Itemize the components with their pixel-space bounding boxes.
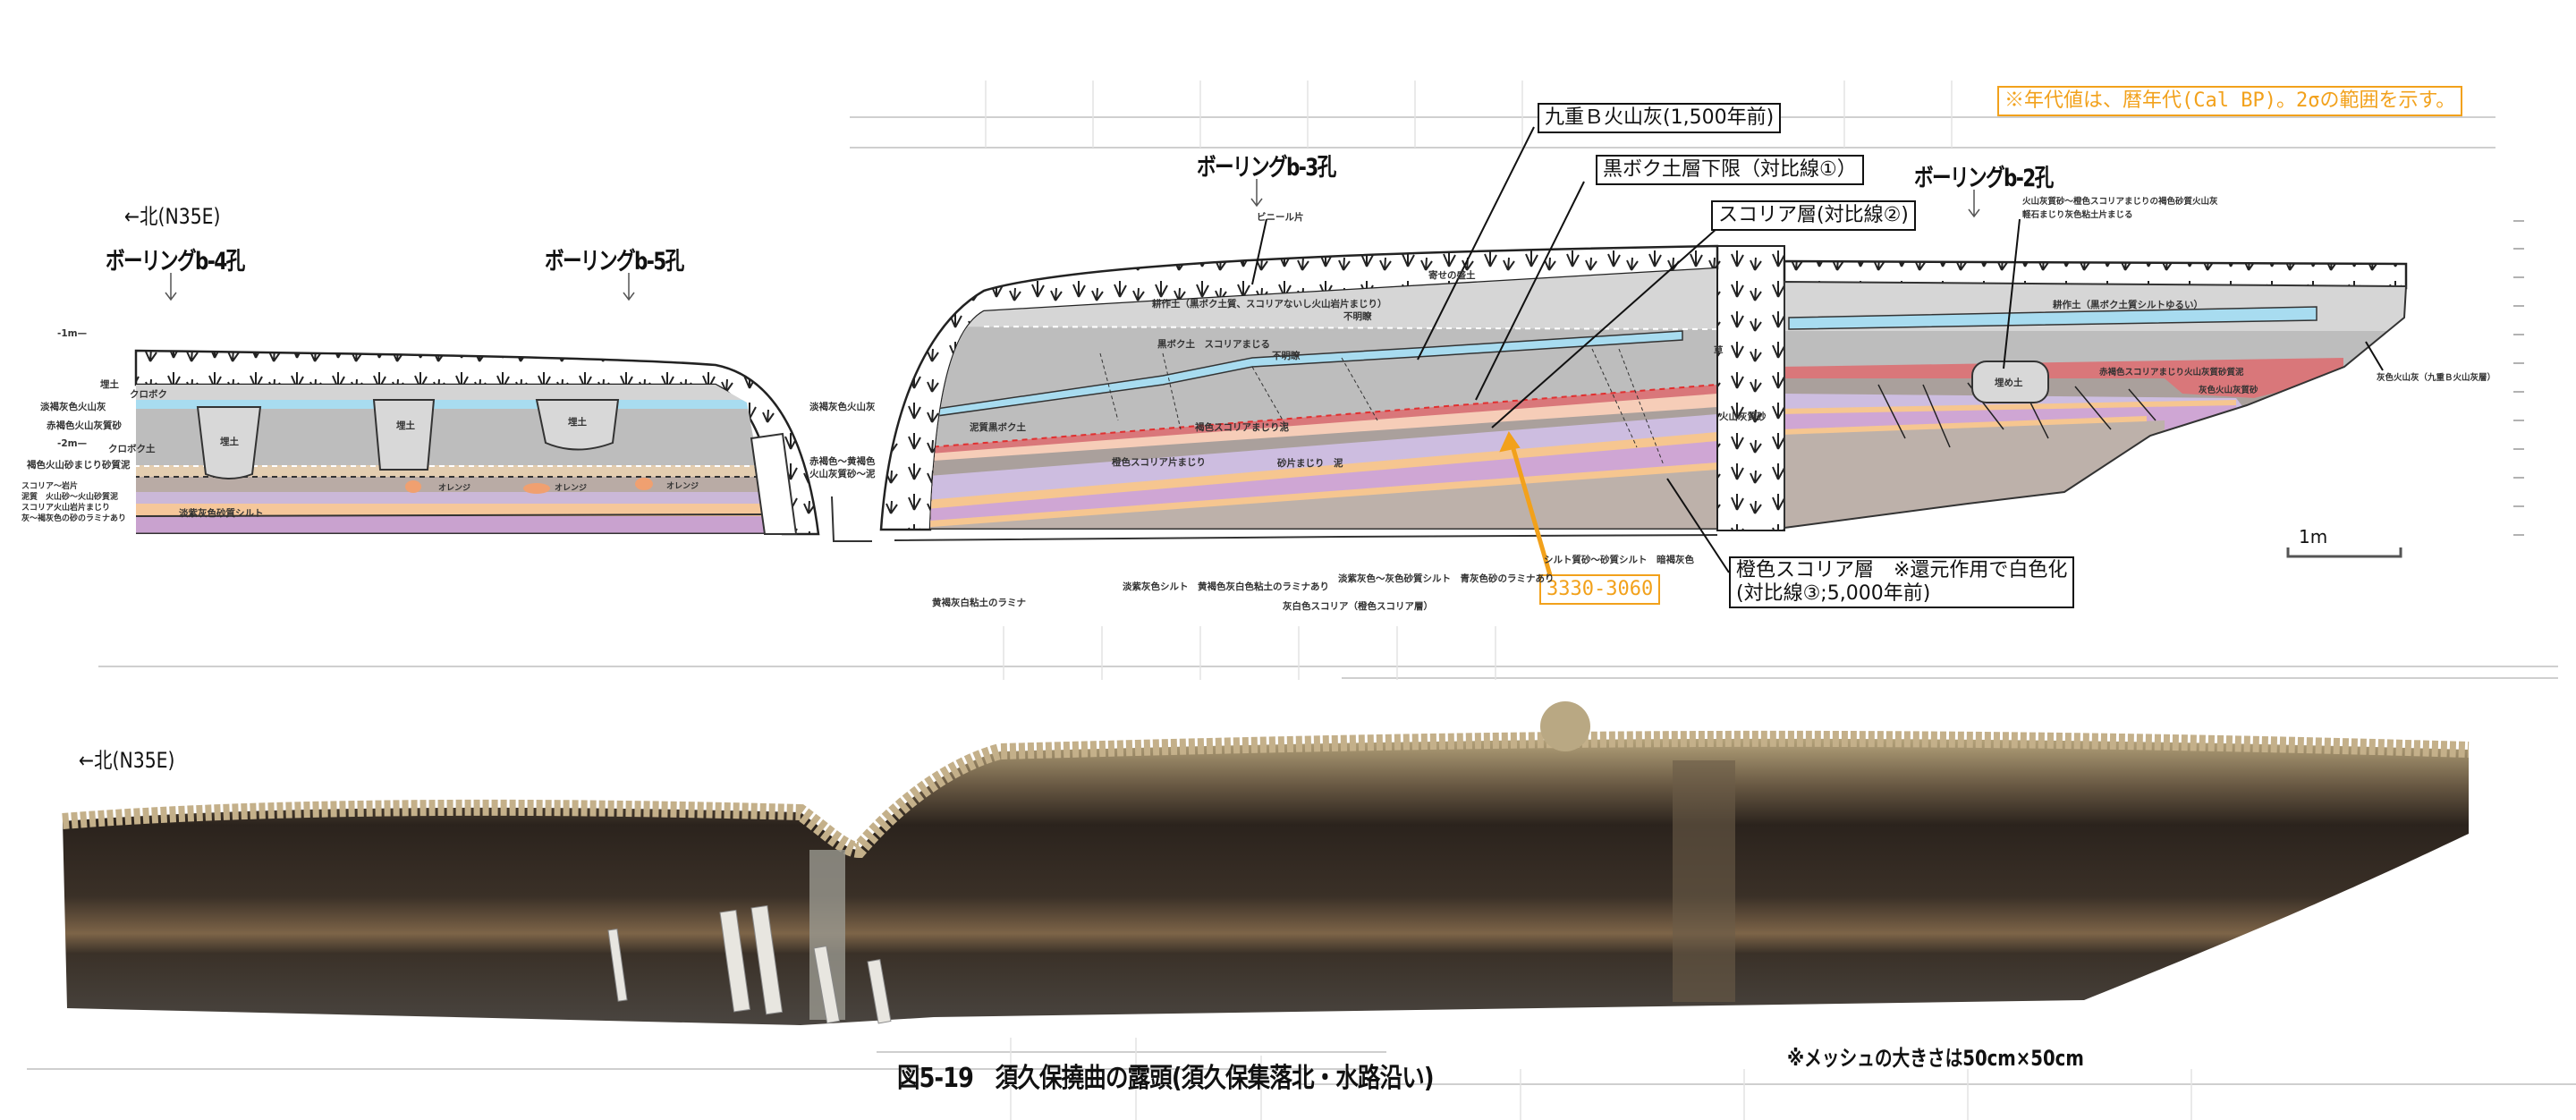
age-pointer-arrow: [1499, 430, 1553, 576]
layer-label: 泥質 火山砂～火山砂質泥: [21, 493, 119, 502]
callout-orange-line1: 橙色スコリア層 ※還元作用で白色化: [1736, 559, 2068, 581]
layer-label: スコリア火山岩片まじり: [21, 504, 111, 513]
depth-ticks: [2513, 220, 2524, 536]
layer-label: 耕作土（黒ボク土質、スコリアないし火山岩片まじり）: [1152, 299, 1387, 310]
layer-label: 褐色火山砂まじり砂質泥: [27, 460, 131, 471]
boring-arrows: [165, 179, 1980, 301]
scale-bar-label: 1m: [2299, 526, 2328, 547]
callout-kuju-b-ash: 九重Ｂ火山灰(1,500年前): [1538, 103, 1782, 133]
layer-label: 草: [1714, 345, 1724, 356]
boring-b4-label: ボーリングb-4孔: [106, 248, 245, 276]
north-direction-label: ←北(N35E): [124, 204, 221, 229]
layer-label: 耕作土（黒ボク土質シルトゆるい）: [2053, 300, 2203, 310]
mesh-grid: [27, 116, 2576, 1085]
layer-label: 埋土: [220, 437, 239, 447]
layer-label: 火山灰質砂: [1719, 412, 1767, 422]
layer-label: 火山灰質砂～泥: [809, 469, 876, 479]
layer-label: 赤褐色スコリアまじり火山灰質砂質泥: [2099, 368, 2244, 378]
boring-b2-label: ボーリングb-2孔: [1914, 165, 2054, 192]
layer-label: 不明瞭: [1343, 311, 1372, 322]
callout-scoria-layer: スコリア層(対比線②): [1711, 200, 1916, 231]
outcrop-photo: [62, 701, 2470, 1025]
layer-label: 泥質黒ボク土: [970, 422, 1026, 433]
layer-label: シルト質砂～砂質シルト 暗褐灰色: [1544, 555, 1694, 565]
layer-label: -2m—: [57, 438, 88, 449]
layer-label: 淡褐灰色火山灰: [40, 402, 106, 412]
layer-label: 埋め土: [1995, 378, 2023, 388]
layer-label: 火山灰質砂～橙色スコリアまじりの褐色砂質火山灰: [2022, 197, 2218, 207]
callout-orange-scoria-layer: 橙色スコリア層 ※還元作用で白色化 (対比線③;5,000年前): [1729, 556, 2075, 608]
layer-label: オレンジ: [666, 482, 699, 491]
layer-label: 灰～褐灰色の砂のラミナあり: [21, 514, 127, 523]
layer-label: 灰白色スコリア（橙色スコリア層）: [1283, 601, 1433, 612]
age-note-box: ※年代値は、暦年代(Cal BP)。2σの範囲を示す。: [1997, 86, 2463, 116]
layer-label: オレンジ: [438, 484, 471, 493]
layer-label: クロボク土: [108, 444, 156, 454]
layer-label: 灰色火山灰質砂: [2199, 386, 2258, 395]
boring-b5-label: ボーリングb-5孔: [545, 248, 684, 276]
layer-label: 褐色スコリアまじり泥: [1195, 422, 1289, 433]
layer-label: -1m—: [57, 328, 88, 339]
scale-bar: [2286, 547, 2402, 558]
layer-label: クロボク: [130, 389, 167, 400]
layer-label: 淡紫灰色砂質シルト: [179, 508, 264, 519]
photo-north-direction-label: ←北(N35E): [79, 748, 175, 773]
layer-label: オレンジ: [555, 484, 588, 493]
mesh-size-note: ※メッシュの大きさは50cm×50cm: [1787, 1046, 2084, 1071]
layer-label: 埋土: [396, 420, 415, 431]
callout-kuroboku-lower-limit: 黒ボク土層下限（対比線①）: [1596, 155, 1864, 185]
layer-label: 赤褐色～黄褐色: [809, 456, 876, 467]
layer-label: 埋土: [100, 379, 119, 390]
left-section: [134, 349, 872, 542]
layer-label: ビニール片: [1257, 212, 1304, 223]
layer-label: 寄せの盛土: [1428, 270, 1476, 281]
figure-caption: 図5-19 須久保撓曲の露頭(須久保集落北・水路沿い): [897, 1063, 1435, 1094]
layer-label: スコリア～岩片: [21, 482, 79, 491]
leader-lines: [1251, 126, 2384, 573]
layer-label: 埋土: [568, 417, 587, 428]
age-value-box: 3330-3060: [1539, 574, 1661, 605]
layer-label: 橙色スコリア片まじり: [1112, 457, 1206, 468]
layer-label: 不明瞭: [1272, 351, 1301, 361]
layer-label: 淡紫灰色～灰色砂質シルト 青灰色砂のラミナあり: [1338, 573, 1555, 584]
layer-label: 黄褐灰白粘土のラミナ: [932, 598, 1026, 608]
callout-orange-line2: (対比線③;5,000年前): [1736, 582, 1931, 605]
layer-label: 砂片まじり 泥: [1277, 458, 1343, 469]
layer-label: 灰色火山灰（九重Ｂ火山灰層）: [2377, 373, 2496, 383]
layer-label: 軽石まじり灰色粘土片まじる: [2022, 210, 2133, 220]
layer-label: 赤褐色火山灰質砂: [47, 420, 122, 431]
layer-label: 淡褐灰色火山灰: [809, 402, 876, 412]
boring-b3-label: ボーリングb-3孔: [1197, 154, 1336, 182]
layer-label: 淡紫灰色シルト 黄褐色灰白色粘土のラミナあり: [1123, 581, 1329, 592]
section-b3: [879, 244, 1785, 541]
layer-label: 黒ボク土 スコリアまじる: [1157, 339, 1270, 350]
